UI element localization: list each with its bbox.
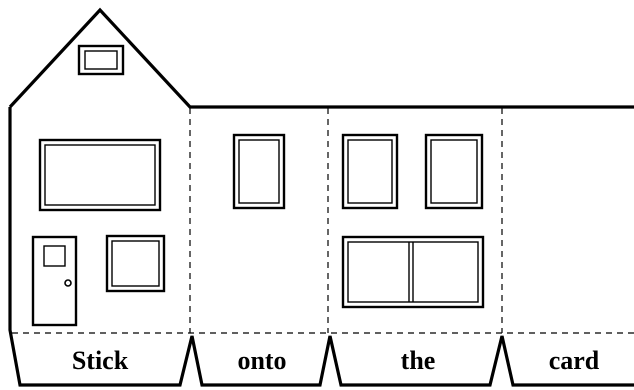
front-door — [31, 235, 78, 327]
front-small-window — [105, 234, 166, 293]
tab-label-card: card — [549, 346, 600, 375]
back-window-right — [424, 133, 484, 210]
back-double-window — [341, 235, 485, 309]
tab-label-onto: onto — [237, 346, 286, 375]
attic-window — [77, 44, 125, 76]
door-knob — [64, 279, 72, 287]
side-window-1 — [232, 133, 286, 210]
fold-lines — [12, 108, 634, 334]
front-large-window — [38, 138, 162, 212]
back-window-left — [341, 133, 399, 210]
tab-label-the: the — [401, 346, 436, 375]
house-outline — [8, 7, 634, 387]
tab-label-stick: Stick — [72, 346, 129, 375]
